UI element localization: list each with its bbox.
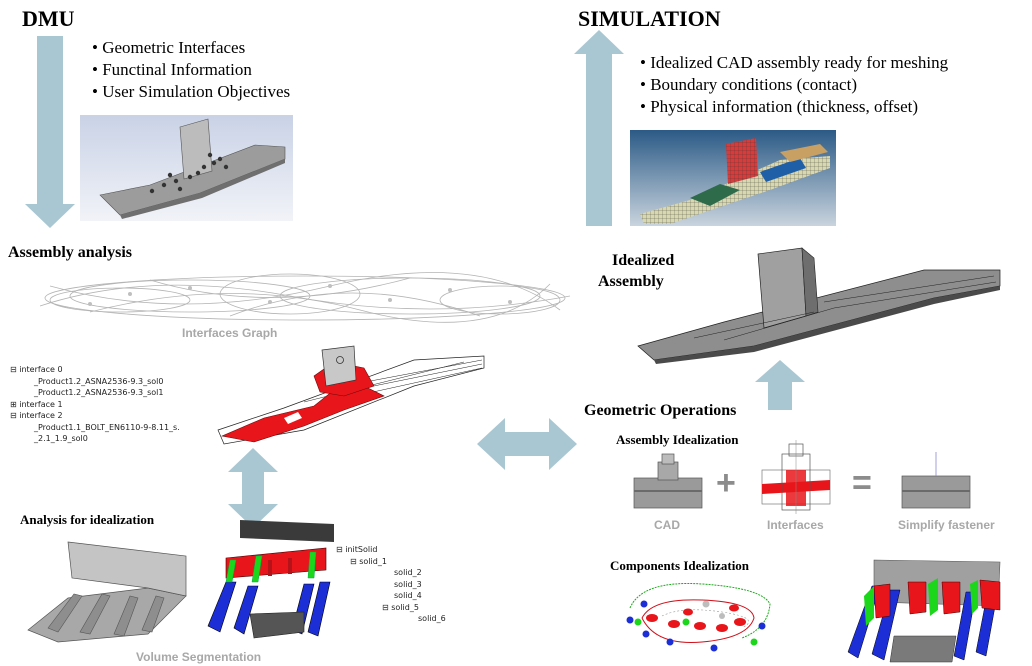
bullet-item: Physical information (thickness, offset) xyxy=(640,96,948,118)
down-arrow-icon xyxy=(25,36,75,228)
collapse-icon[interactable]: ⊟ xyxy=(10,365,20,374)
tree-leaf[interactable]: _2.1_1.9_sol0 xyxy=(34,434,88,443)
idealized-assembly-title: Idealized Assembly xyxy=(598,252,675,290)
collapse-icon[interactable]: ⊟ xyxy=(10,411,20,420)
analysis-idealization-title: Analysis for idealization xyxy=(20,512,155,527)
vertical-double-arrow-icon xyxy=(228,448,278,528)
tree-leaf[interactable]: _Product1.2_ASNA2536-9.3_sol0 xyxy=(34,376,164,386)
cad-label: CAD xyxy=(654,518,680,532)
bullet-item: Functinal Information xyxy=(92,59,290,81)
tree-leaf[interactable]: _Product1.1_BOLT_EN6110-9-8.11_s. xyxy=(34,422,180,432)
interfaces-graph-image xyxy=(39,272,571,323)
tree-node-solid-5[interactable]: ⊟ solid_5 xyxy=(382,602,419,612)
dmu-model-image xyxy=(80,115,293,221)
bullet-item: Geometric Interfaces xyxy=(92,37,290,59)
dmu-bullets: Geometric Interfaces Functinal Informati… xyxy=(92,37,290,103)
plus-sign: + xyxy=(716,464,736,502)
tree-leaf[interactable]: solid_6 xyxy=(418,614,446,623)
idealized-components-image xyxy=(847,559,1001,663)
simplified-fastener-image xyxy=(901,452,971,509)
collapse-icon[interactable]: ⊟ xyxy=(336,545,346,554)
bullet-item: Idealized CAD assembly ready for meshing xyxy=(640,52,948,74)
components-idealization-title: Components Idealization xyxy=(610,558,750,573)
idealized-assembly-image xyxy=(637,247,1001,364)
tree-leaf[interactable]: _Product1.2_ASNA2536-9.3_sol1 xyxy=(34,388,164,397)
bullet-item: Boundary conditions (contact) xyxy=(640,74,948,96)
simplify-fastener-label: Simplify fastener xyxy=(898,518,995,532)
up-arrow-small-icon xyxy=(755,360,805,410)
tree-node-solid-1[interactable]: ⊟ solid_1 xyxy=(350,556,387,566)
geometric-operations-title: Geometric Operations xyxy=(584,402,737,419)
interface-tree: ⊟ interface 0 _Product1.2_ASNA2536-9.3_s… xyxy=(10,364,180,445)
tree-node-interface-0[interactable]: ⊟ interface 0 xyxy=(10,365,63,374)
tree-leaf[interactable]: solid_2 xyxy=(394,568,422,577)
expand-icon[interactable]: ⊞ xyxy=(10,399,20,409)
cad-fastener-image xyxy=(633,453,703,509)
interfaces-model-image xyxy=(217,345,485,445)
tree-leaf[interactable]: solid_3 xyxy=(394,579,422,589)
simulation-title: SIMULATION xyxy=(578,6,721,31)
simulation-bullets: Idealized CAD assembly ready for meshing… xyxy=(640,52,948,118)
collapse-icon[interactable]: ⊟ xyxy=(382,602,392,612)
equals-sign: = xyxy=(852,464,872,502)
tree-node-initsolid[interactable]: ⊟ initSolid xyxy=(336,545,378,554)
tree-leaf[interactable]: solid_4 xyxy=(394,591,422,600)
tree-node-interface-2[interactable]: ⊟ interface 2 xyxy=(10,411,63,420)
volume-segmentation-caption: Volume Segmentation xyxy=(136,650,262,664)
tree-node-interface-1[interactable]: ⊞ interface 1 xyxy=(10,399,63,409)
up-arrow-icon xyxy=(574,30,624,226)
interfaces-fastener-image xyxy=(761,440,831,514)
assembly-idealization-title: Assembly Idealization xyxy=(616,432,739,447)
assembly-analysis-title: Assembly analysis xyxy=(8,244,133,261)
horizontal-double-arrow-icon xyxy=(477,418,577,470)
bullet-item: User Simulation Objectives xyxy=(92,81,290,103)
solid-tree: ⊟ initSolid ⊟ solid_1 solid_2 solid_3 so… xyxy=(336,544,446,625)
interfaces-label: Interfaces xyxy=(767,518,824,532)
segmented-solid-image xyxy=(207,520,334,639)
dmu-title: DMU xyxy=(22,6,75,31)
interfaces-graph-caption: Interfaces Graph xyxy=(182,326,278,340)
simulation-mesh-image xyxy=(630,130,836,226)
grey-solid-image xyxy=(27,541,187,643)
collapse-icon[interactable]: ⊟ xyxy=(350,556,360,566)
components-graph-image xyxy=(626,583,771,652)
